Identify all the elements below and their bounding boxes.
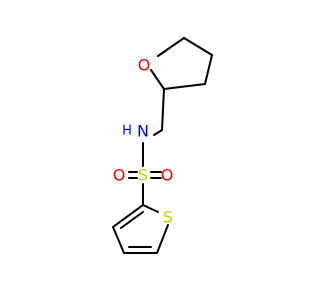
oxygen-ring-label: O bbox=[138, 56, 151, 75]
hydrogen-on-n-label: H bbox=[122, 124, 132, 139]
oxygen-sulfonyl-right-label: O bbox=[161, 166, 174, 185]
oxygen-sulfonyl-left-label: O bbox=[113, 166, 126, 185]
bond-ring-ch2 bbox=[161, 88, 165, 131]
bonds bbox=[112, 37, 213, 254]
sulfur-thiophene-label: S bbox=[163, 208, 173, 227]
atom-labels: O H N S O O S bbox=[113, 56, 174, 227]
bond-c3-c4-ring bbox=[204, 54, 213, 85]
bond-c4-c3-thiophene bbox=[112, 226, 125, 254]
bond-c3-c2-thiophene-b bbox=[120, 211, 144, 229]
bond-c5-o-ring bbox=[157, 37, 185, 57]
nitrogen-label: N bbox=[137, 122, 149, 141]
bond-c2-s1-thiophene bbox=[142, 204, 159, 213]
bond-ch2-n bbox=[153, 129, 163, 136]
bond-s1-c5-thiophene bbox=[156, 224, 169, 254]
molecule-structure: O H N S O O S bbox=[112, 37, 213, 254]
bond-c2-c3-ring bbox=[163, 83, 206, 90]
sulfur-sulfonyl-label: S bbox=[138, 166, 148, 185]
bond-c3-c2-thiophene-a bbox=[112, 204, 144, 228]
molecule-canvas: O H N S O O S bbox=[112, 37, 213, 254]
bond-o-c-ring bbox=[150, 69, 165, 90]
bond-c4-c5-ring bbox=[183, 37, 213, 56]
